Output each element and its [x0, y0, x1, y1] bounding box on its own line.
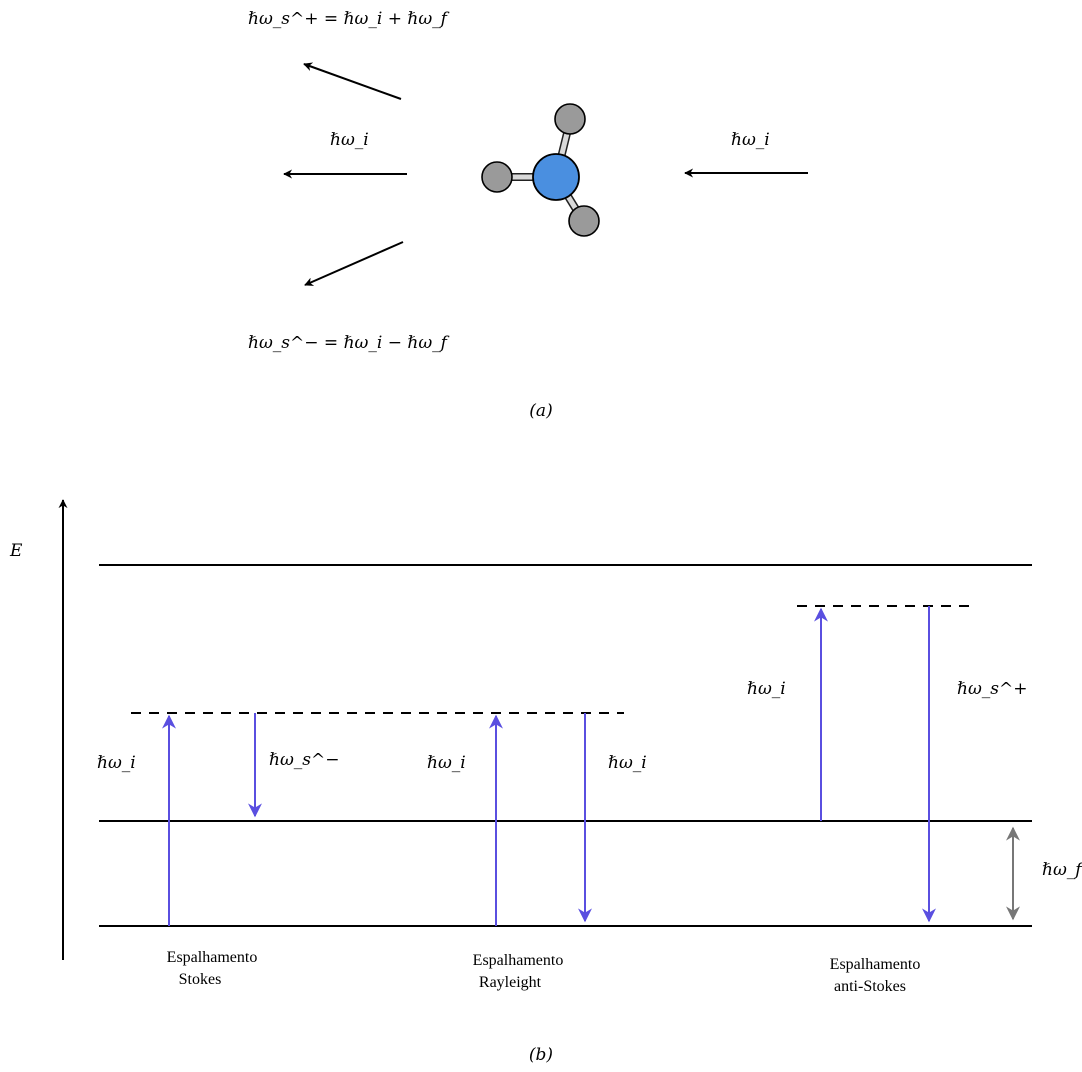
- rayleigh-caption: Espalhamento Rayleight: [473, 952, 568, 991]
- anti-stokes-up-label: ℏω_i: [747, 679, 786, 699]
- caption-a: (a): [529, 401, 552, 421]
- rayleigh-up-label: ℏω_i: [427, 753, 466, 773]
- top-equation: ℏω_s^+ = ℏω_i + ℏω_f: [248, 9, 450, 29]
- stokes-down-label: ℏω_s^−: [269, 750, 340, 770]
- side-atom-left: [481, 161, 513, 193]
- anti-stokes-down-label: ℏω_s^+: [957, 679, 1028, 699]
- molecule: [481, 103, 600, 237]
- caption-b: (b): [529, 1045, 553, 1065]
- panel-b: E ℏω_i ℏω_s^− Espalhamento Stokes ℏω_i ℏ…: [9, 499, 1082, 1065]
- side-atom-top: [554, 103, 586, 135]
- panel-a: ℏω_s^+ = ℏω_i + ℏω_f ℏω_i ℏω_i: [248, 9, 808, 421]
- bottom-equation: ℏω_s^− = ℏω_i − ℏω_f: [248, 333, 450, 353]
- incident-arrow-label: ℏω_i: [731, 130, 770, 150]
- stokes-up-label: ℏω_i: [97, 753, 136, 773]
- anti-stokes-caption: Espalhamento anti-Stokes: [830, 956, 925, 995]
- central-atom: [532, 153, 580, 201]
- rayleigh-down-label: ℏω_i: [608, 753, 647, 773]
- stokes-caption: Espalhamento Stokes: [167, 949, 262, 988]
- scattered-arrow-up: [303, 62, 402, 100]
- scattered-arrow-down: [304, 241, 404, 286]
- middle-arrow-label: ℏω_i: [330, 130, 369, 150]
- energy-axis-label: E: [9, 541, 23, 561]
- side-atom-bottom: [568, 205, 600, 237]
- gap-label: ℏω_f: [1042, 860, 1082, 880]
